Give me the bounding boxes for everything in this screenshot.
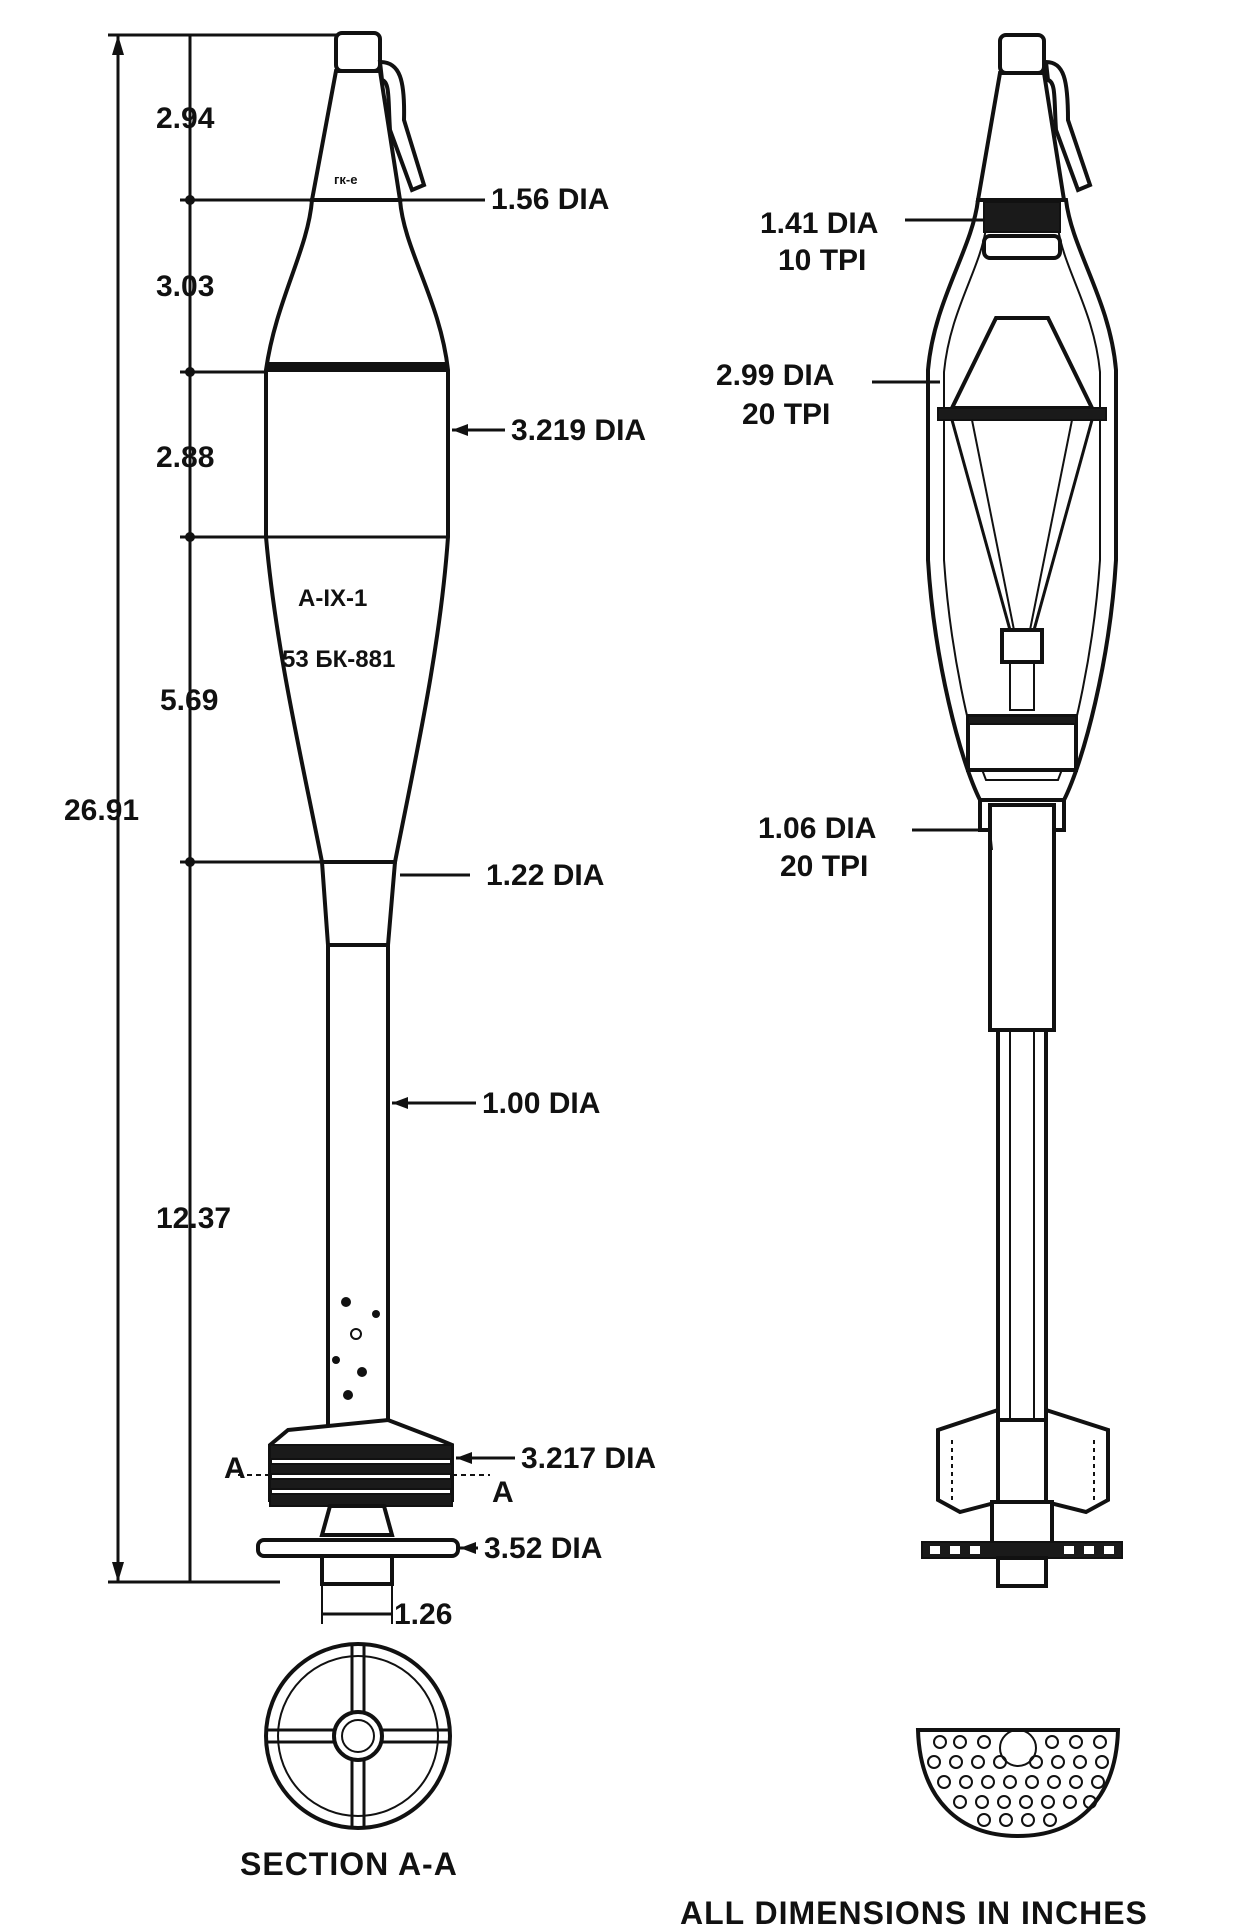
perforation-hole (977, 1735, 991, 1749)
perforation-hole (933, 1735, 947, 1749)
body-marking-line2: 53 БК-881 (282, 646, 395, 673)
segment-length-tail: 12.37 (156, 1202, 231, 1235)
fin-ring (921, 1541, 1123, 1559)
fin-diameter-label: 3.52 DIA (484, 1532, 602, 1565)
body-diameter-label: 3.219 DIA (511, 414, 646, 447)
projectile-body (264, 198, 450, 864)
base-width-label: 1.26 (394, 1598, 452, 1631)
perforation-hole (975, 1795, 989, 1809)
section-caption: SECTION A-A (240, 1846, 458, 1882)
base-cartridge (320, 1554, 394, 1586)
overall-length-label: 26.91 (64, 794, 139, 827)
perforation-hole (1083, 1795, 1097, 1809)
units-note: ALL DIMENSIONS IN INCHES (680, 1895, 1148, 1927)
tail-cone (319, 860, 398, 947)
tail-nozzle (319, 1504, 395, 1537)
perforation-hole (1003, 1775, 1017, 1789)
base-width-dimension (321, 1585, 393, 1624)
perforation-hole (937, 1775, 951, 1789)
perforation-hole (953, 1735, 967, 1749)
perforation-hole (1025, 1775, 1039, 1789)
body-joint-dia-label: 2.99 DIA (716, 359, 834, 392)
bourrelet-band (266, 362, 448, 372)
perforation-hole (1029, 1755, 1043, 1769)
right-view: 1.41 DIA 10 TPI 2.99 DIA 20 TPI 1.06 DIA… (716, 33, 1123, 1588)
boom-diameter-label: 1.00 DIA (482, 1087, 600, 1120)
fin-plate (256, 1538, 460, 1558)
boom-vent-holes (332, 1297, 380, 1400)
segment-length-aft-body: 5.69 (160, 684, 218, 717)
fuze-adapter-tpi-label: 10 TPI (778, 244, 866, 277)
perforation-hole (1069, 1775, 1083, 1789)
body-joint-tpi-label: 20 TPI (742, 398, 830, 431)
perforation-hole (993, 1755, 1007, 1769)
perforation-hole (1045, 1735, 1059, 1749)
left-view: 2.94 3.03 2.88 5.69 12.37 26.91 1.56 DIA… (64, 31, 656, 1631)
perforated-disc-detail (915, 1728, 1121, 1839)
segment-length-nose: 2.94 (156, 102, 215, 135)
perforation-hole (959, 1775, 973, 1789)
perforation-hole (927, 1755, 941, 1769)
perforation-hole (1063, 1795, 1077, 1809)
fuze-adapter-dia-label: 1.41 DIA (760, 207, 878, 240)
segment-dimension-chain (180, 35, 330, 1582)
perforation-hole (949, 1755, 963, 1769)
perforation-hole (977, 1813, 991, 1827)
fuze-diameter-label: 1.56 DIA (491, 183, 609, 216)
perforation-hole (1021, 1813, 1035, 1827)
tail-diameter-label: 1.22 DIA (486, 859, 604, 892)
perforation-hole (1073, 1755, 1087, 1769)
perforation-hole (1051, 1755, 1065, 1769)
perforation-hole (999, 1813, 1013, 1827)
perforation-hole (1019, 1795, 1033, 1809)
perforation-hole (1043, 1813, 1057, 1827)
perforation-hole (1095, 1755, 1109, 1769)
section-mark-right: A (492, 1476, 514, 1509)
body-marking-line1: A-IX-1 (298, 585, 367, 612)
segment-length-ogive: 3.03 (156, 270, 214, 303)
band-diameter-label: 3.217 DIA (521, 1442, 656, 1475)
perforation-hole (1091, 1775, 1105, 1789)
segment-length-cylinder: 2.88 (156, 441, 214, 474)
perforation-hole (971, 1755, 985, 1769)
tail-thread-dia-label: 1.06 DIA (758, 812, 876, 845)
section-a-a-view (264, 1642, 452, 1830)
perforation-hole (1093, 1735, 1107, 1749)
perforation-hole (1069, 1735, 1083, 1749)
perforation-hole (1047, 1775, 1061, 1789)
section-mark-left: A (224, 1452, 246, 1485)
perforation-hole (953, 1795, 967, 1809)
propellant-band (268, 1417, 454, 1507)
overall-length-dimension (108, 33, 370, 1584)
perforation-hole (981, 1775, 995, 1789)
perforation-hole (997, 1795, 1011, 1809)
fuze-marking: гк-е (334, 172, 357, 187)
fuze (309, 31, 427, 202)
perforation-hole (1041, 1795, 1055, 1809)
tail-thread-tpi-label: 20 TPI (780, 850, 868, 883)
left-callout-leaders (238, 198, 515, 1554)
